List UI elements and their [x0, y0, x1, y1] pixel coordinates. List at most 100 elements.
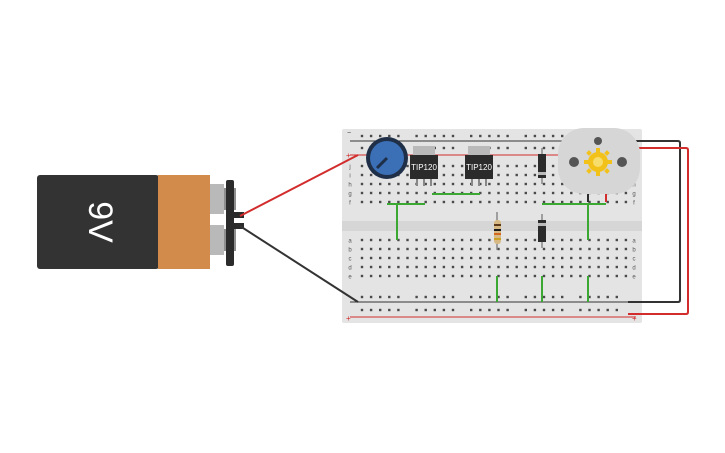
breadboard-hole[interactable] [597, 247, 600, 251]
breadboard-hole[interactable] [497, 295, 500, 299]
breadboard-hole[interactable] [379, 191, 382, 195]
breadboard-hole[interactable] [542, 146, 546, 150]
breadboard-hole[interactable] [515, 238, 518, 242]
diode-bottom[interactable] [538, 214, 546, 248]
breadboard-hole[interactable] [379, 200, 382, 204]
breadboard-hole[interactable] [551, 256, 555, 260]
breadboard-hole[interactable] [533, 146, 537, 150]
breadboard-hole[interactable] [470, 295, 473, 299]
breadboard-hole[interactable] [497, 200, 500, 204]
breadboard-hole[interactable] [433, 134, 436, 138]
breadboard-hole[interactable] [497, 182, 500, 186]
breadboard-hole[interactable] [561, 191, 564, 195]
breadboard-hole[interactable] [406, 173, 409, 177]
breadboard-hole[interactable] [588, 238, 591, 242]
breadboard-hole[interactable] [479, 191, 482, 195]
breadboard-hole[interactable] [606, 265, 609, 269]
breadboard-hole[interactable] [533, 200, 537, 204]
breadboard-hole[interactable] [533, 182, 537, 186]
breadboard-hole[interactable] [424, 200, 427, 204]
breadboard-hole[interactable] [533, 164, 537, 168]
breadboard-hole[interactable] [451, 265, 455, 269]
breadboard-hole[interactable] [588, 308, 591, 312]
breadboard-hole[interactable] [442, 256, 446, 260]
breadboard-hole[interactable] [551, 191, 555, 195]
breadboard-hole[interactable] [579, 247, 582, 251]
breadboard-hole[interactable] [624, 200, 628, 204]
breadboard-hole[interactable] [624, 247, 628, 251]
breadboard-hole[interactable] [524, 191, 527, 195]
breadboard-hole[interactable] [460, 200, 464, 204]
breadboard-hole[interactable] [360, 173, 364, 177]
breadboard-hole[interactable] [551, 182, 555, 186]
breadboard-hole[interactable] [624, 238, 628, 242]
wire-black-motor-loop[interactable] [628, 140, 681, 303]
breadboard-hole[interactable] [388, 247, 391, 251]
breadboard-hole[interactable] [388, 308, 391, 312]
breadboard-hole[interactable] [497, 164, 500, 168]
breadboard-hole[interactable] [433, 247, 436, 251]
breadboard-hole[interactable] [460, 173, 464, 177]
breadboard-hole[interactable] [497, 265, 500, 269]
breadboard-hole[interactable] [397, 238, 400, 242]
breadboard-hole[interactable] [542, 191, 546, 195]
breadboard-hole[interactable] [570, 191, 573, 195]
breadboard-hole[interactable] [533, 173, 537, 177]
breadboard-hole[interactable] [542, 295, 546, 299]
breadboard-hole[interactable] [369, 274, 373, 278]
breadboard-hole[interactable] [588, 295, 591, 299]
breadboard-hole[interactable] [579, 200, 582, 204]
breadboard-hole[interactable] [551, 308, 555, 312]
breadboard-hole[interactable] [360, 182, 364, 186]
breadboard-hole[interactable] [533, 256, 537, 260]
diode-top[interactable] [538, 148, 546, 184]
breadboard-hole[interactable] [542, 200, 546, 204]
breadboard-hole[interactable] [379, 265, 382, 269]
breadboard-hole[interactable] [470, 238, 473, 242]
breadboard-hole[interactable] [551, 265, 555, 269]
battery-9v[interactable]: 9V [37, 175, 244, 269]
breadboard-hole[interactable] [561, 200, 564, 204]
breadboard-hole[interactable] [369, 256, 373, 260]
breadboard-hole[interactable] [397, 134, 400, 138]
breadboard-hole[interactable] [570, 265, 573, 269]
breadboard-hole[interactable] [551, 134, 555, 138]
breadboard-hole[interactable] [451, 238, 455, 242]
resistor[interactable] [494, 212, 501, 250]
breadboard-hole[interactable] [524, 265, 527, 269]
breadboard-hole[interactable] [588, 200, 591, 204]
breadboard-hole[interactable] [397, 191, 400, 195]
breadboard-hole[interactable] [488, 295, 491, 299]
breadboard-hole[interactable] [506, 200, 509, 204]
breadboard-hole[interactable] [588, 265, 591, 269]
breadboard-hole[interactable] [524, 256, 527, 260]
breadboard-hole[interactable] [424, 274, 427, 278]
breadboard-hole[interactable] [479, 247, 482, 251]
breadboard-hole[interactable] [524, 308, 527, 312]
breadboard-hole[interactable] [579, 265, 582, 269]
breadboard-hole[interactable] [497, 256, 500, 260]
breadboard-hole[interactable] [397, 200, 400, 204]
breadboard-hole[interactable] [451, 182, 455, 186]
breadboard-hole[interactable] [369, 265, 373, 269]
breadboard-hole[interactable] [442, 134, 446, 138]
breadboard-hole[interactable] [533, 295, 537, 299]
breadboard-hole[interactable] [497, 191, 500, 195]
breadboard-hole[interactable] [415, 308, 418, 312]
breadboard-hole[interactable] [415, 274, 418, 278]
breadboard-hole[interactable] [515, 256, 518, 260]
breadboard-hole[interactable] [615, 295, 618, 299]
wire-red-motor-loop[interactable] [628, 147, 689, 315]
breadboard-hole[interactable] [451, 173, 455, 177]
breadboard-hole[interactable] [460, 274, 464, 278]
breadboard-hole[interactable] [379, 308, 382, 312]
breadboard-hole[interactable] [497, 134, 500, 138]
breadboard-hole[interactable] [360, 164, 364, 168]
breadboard-hole[interactable] [470, 256, 473, 260]
breadboard-hole[interactable] [379, 182, 382, 186]
breadboard-hole[interactable] [369, 308, 373, 312]
breadboard-hole[interactable] [460, 247, 464, 251]
breadboard-hole[interactable] [442, 146, 446, 150]
breadboard-hole[interactable] [506, 274, 509, 278]
breadboard-hole[interactable] [388, 134, 391, 138]
